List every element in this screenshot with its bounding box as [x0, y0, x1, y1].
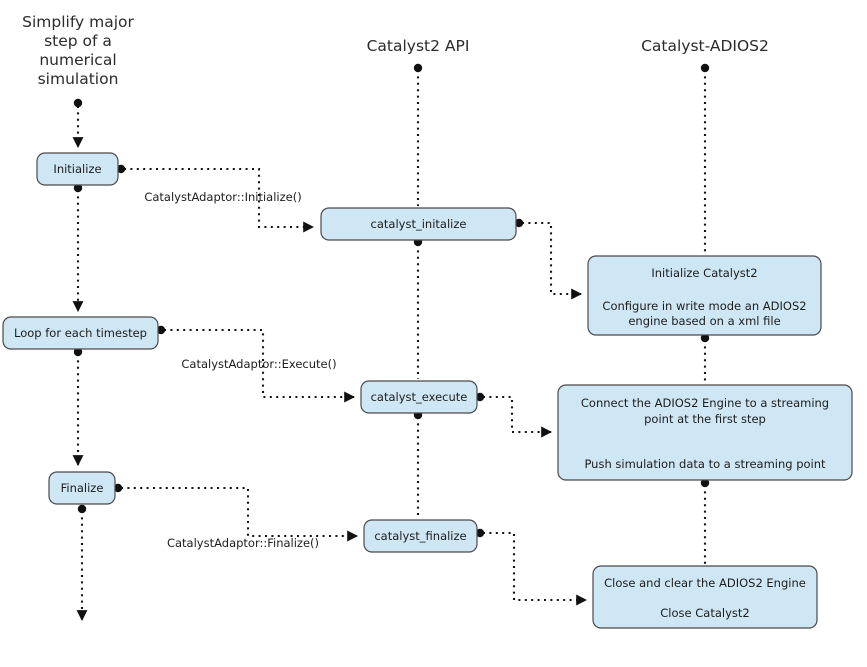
lifeline-start-dot-simulation [73, 98, 83, 108]
connector-execute-to-adios-connect [475, 392, 553, 438]
connector-source-dot-initialize [116, 164, 126, 174]
node-initialize-catalyst2[interactable]: Initialize Catalyst2 Configure in write … [587, 255, 822, 336]
connector-adaptor-finalize: CatalystAdaptor::Finalize() [113, 483, 359, 550]
node-finalize-box[interactable] [48, 471, 116, 505]
edge-label-adaptor-execute: CatalystAdaptor::Execute() [181, 357, 336, 371]
connector-source-dot-catalyst-finalize [475, 528, 485, 538]
column-title-catalyst-adios2: Catalyst-ADIOS2 [641, 37, 769, 55]
node-initialize-catalyst2-line-2: Configure in write mode an ADIOS2 [602, 299, 806, 313]
column-title-simulation-line-4: simulation [38, 70, 119, 88]
node-close-adios2-line-1: Close and clear the ADIOS2 Engine [604, 576, 806, 590]
node-close-adios2-engine-box[interactable] [592, 565, 818, 629]
connector-path-execute [164, 328, 356, 403]
node-initialize-catalyst2-line-3: engine based on a xml file [628, 314, 780, 328]
connector-source-dot-finalize [113, 483, 123, 493]
node-finalize[interactable]: Finalize [48, 471, 116, 505]
node-loop-timestep-label: Loop for each timestep [14, 326, 147, 340]
connector-adaptor-initialize: CatalystAdaptor::Initialize() [116, 164, 315, 233]
connector-path-initalize-adios [522, 221, 583, 300]
connector-path-finalize-adios [483, 531, 588, 606]
lifeline-dot-adios-after-connect [700, 478, 710, 488]
node-initialize-catalyst2-line-1: Initialize Catalyst2 [651, 266, 757, 280]
connector-path-finalize [121, 486, 359, 542]
column-title-catalyst2-api: Catalyst2 API [367, 37, 470, 55]
connector-path-execute-adios [483, 395, 553, 438]
node-catalyst-finalize-box[interactable] [363, 519, 478, 553]
lifeline-catalyst-adios2 [700, 63, 710, 564]
node-catalyst-initalize-box[interactable] [320, 207, 517, 241]
node-catalyst-initalize-label: catalyst_initalize [371, 217, 467, 231]
column-title-simulation-line-1: Simplify major [22, 13, 134, 31]
lifeline-catalyst2-api [413, 63, 423, 518]
node-initialize-box[interactable] [36, 152, 119, 186]
node-close-adios2-line-2: Close Catalyst2 [660, 606, 749, 620]
node-connect-adios2-engine-box[interactable] [557, 384, 853, 481]
node-close-adios2-engine[interactable]: Close and clear the ADIOS2 Engine Close … [592, 565, 818, 629]
column-title-simulation-line-2: step of a [44, 32, 112, 50]
node-connect-adios2-line-2: point at the first step [644, 412, 766, 426]
connector-finalize-to-adios-close [475, 528, 588, 606]
connector-source-dot-catalyst-execute [475, 392, 485, 402]
node-catalyst-finalize-label: catalyst_finalize [374, 529, 466, 543]
lifeline-dot-sim-after-loop [73, 347, 83, 357]
node-connect-adios2-engine[interactable]: Connect the ADIOS2 Engine to a streaming… [557, 384, 853, 481]
node-catalyst-finalize[interactable]: catalyst_finalize [363, 519, 478, 553]
column-header-catalyst2-api: Catalyst2 API [367, 37, 470, 55]
lifeline-dot-sim-after-initialize [73, 183, 83, 193]
node-catalyst-execute-box[interactable] [360, 380, 478, 414]
column-header-simulation: Simplify major step of a numerical simul… [22, 13, 134, 88]
lifeline-dot-adios-after-initialize [700, 333, 710, 343]
edge-label-adaptor-finalize: CatalystAdaptor::Finalize() [167, 536, 319, 550]
node-loop-timestep-box[interactable] [2, 316, 159, 350]
node-initialize-catalyst2-box[interactable] [587, 255, 822, 336]
node-connect-adios2-line-3: Push simulation data to a streaming poin… [584, 457, 826, 471]
connector-initalize-to-adios-initialize [514, 218, 583, 300]
connector-source-dot-catalyst-initalize [514, 218, 524, 228]
edge-label-adaptor-initialize: CatalystAdaptor::Initialize() [144, 190, 301, 204]
connector-source-dot-loop [156, 325, 166, 335]
node-catalyst-execute[interactable]: catalyst_execute [360, 380, 478, 414]
lifeline-simulation [72, 98, 88, 622]
lifeline-dot-sim-after-finalize [77, 504, 87, 514]
node-loop-timestep[interactable]: Loop for each timestep [2, 316, 159, 350]
node-finalize-label: Finalize [61, 481, 104, 495]
node-initialize[interactable]: Initialize [36, 152, 119, 186]
node-catalyst-execute-label: catalyst_execute [371, 390, 468, 404]
node-catalyst-initalize[interactable]: catalyst_initalize [320, 207, 517, 241]
node-connect-adios2-line-1: Connect the ADIOS2 Engine to a streaming [581, 396, 829, 410]
node-initialize-label: Initialize [53, 162, 101, 176]
column-title-simulation-line-3: numerical [39, 51, 116, 69]
connector-adaptor-execute: CatalystAdaptor::Execute() [156, 325, 356, 403]
lifeline-start-dot-catalyst-adios2 [700, 63, 710, 73]
lifeline-start-dot-catalyst2-api [413, 63, 423, 73]
column-header-catalyst-adios2: Catalyst-ADIOS2 [641, 37, 769, 55]
